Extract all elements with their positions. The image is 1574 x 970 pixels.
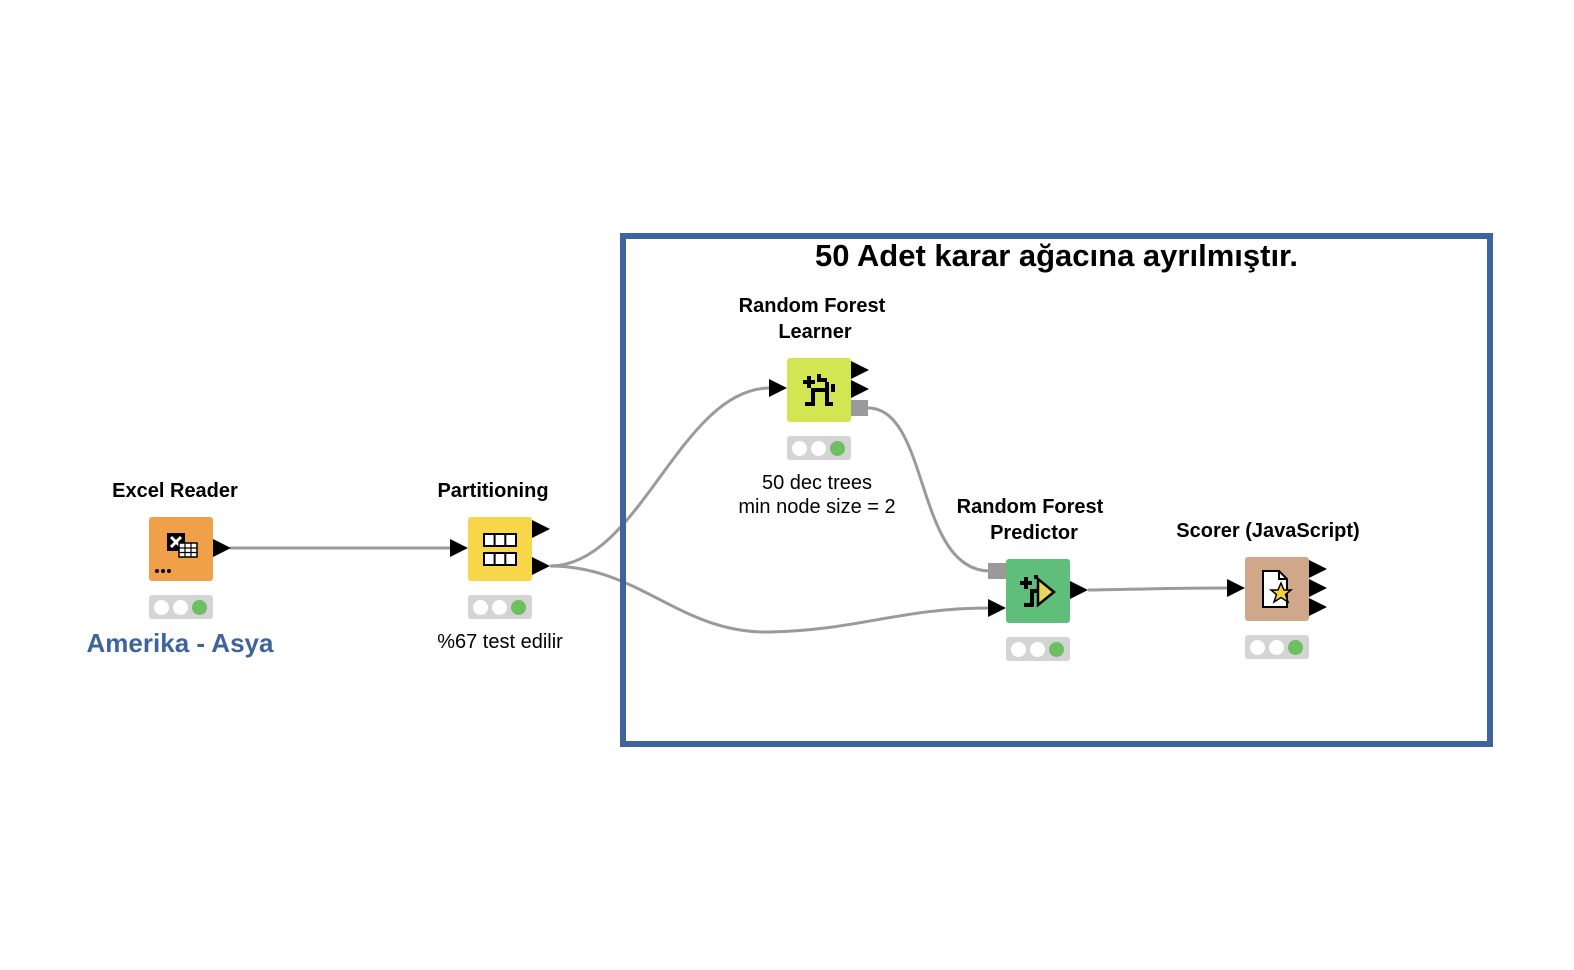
rf-learner-input-port[interactable]	[769, 379, 787, 397]
partitioning-icon	[483, 533, 517, 566]
partitioning-input-port[interactable]	[450, 539, 468, 557]
partitioning-status	[468, 595, 532, 619]
scorer-output-port-3[interactable]	[1309, 598, 1327, 616]
workflow-annotation[interactable]	[620, 233, 1493, 747]
rf-learner-status	[787, 436, 851, 460]
connection-learner-to-predictor	[867, 406, 991, 573]
rf-predictor-title-line1: Random Forest	[956, 496, 1104, 518]
status-dot-yellow	[1030, 642, 1045, 657]
scorer-status	[1245, 635, 1309, 659]
excel-reader-status	[149, 595, 213, 619]
partitioning-output-port-2[interactable]	[532, 557, 550, 575]
excel-reader-caption: Amerika - Asya	[86, 628, 274, 658]
status-dot-green	[192, 600, 207, 615]
status-dot-red	[1250, 640, 1265, 655]
rf-learner-model-port[interactable]	[851, 400, 868, 416]
random-forest-learner-icon	[803, 374, 835, 406]
status-dot-red	[792, 441, 807, 456]
connection-predictor-to-scorer	[1087, 586, 1231, 592]
partitioning-node[interactable]	[468, 517, 532, 581]
status-dot-red	[473, 600, 488, 615]
partitioning-title: Partitioning	[437, 480, 549, 502]
rf-predictor-status	[1006, 637, 1070, 661]
scorer-javascript-icon	[1262, 570, 1294, 608]
excel-reader-title: Excel Reader	[112, 480, 238, 502]
status-dot-green	[1049, 642, 1064, 657]
rf-learner-node[interactable]	[787, 358, 851, 422]
rf-learner-title-line1: Random Forest	[738, 295, 886, 317]
status-dot-yellow	[492, 600, 507, 615]
rf-predictor-node[interactable]	[1006, 559, 1070, 623]
rf-predictor-title-line2: Predictor	[990, 522, 1078, 544]
scorer-output-port-1[interactable]	[1309, 560, 1327, 578]
rf-learner-output-port-1[interactable]	[851, 361, 869, 379]
rf-learner-caption-line2: min node size = 2	[738, 496, 896, 518]
status-dot-red	[154, 600, 169, 615]
rf-predictor-output-port[interactable]	[1070, 581, 1088, 599]
status-dot-green	[1288, 640, 1303, 655]
partitioning-output-port-1[interactable]	[532, 520, 550, 538]
rf-learner-title-line2: Learner	[778, 321, 852, 343]
status-dot-green	[511, 600, 526, 615]
status-dot-yellow	[811, 441, 826, 456]
random-forest-predictor-icon	[1020, 575, 1056, 608]
status-dot-green	[830, 441, 845, 456]
partitioning-caption: %67 test edilir	[437, 631, 563, 653]
rf-predictor-data-port[interactable]	[988, 599, 1006, 617]
rf-learner-output-port-2[interactable]	[851, 380, 869, 398]
excel-reader-output-port[interactable]	[213, 539, 231, 557]
rf-predictor-model-port[interactable]	[988, 563, 1006, 579]
excel-reader-node[interactable]	[149, 517, 213, 581]
status-dot-yellow	[1269, 640, 1284, 655]
status-dot-yellow	[173, 600, 188, 615]
annotation-text: 50 Adet karar ağacına ayrılmıştır.	[814, 238, 1299, 273]
rf-learner-caption-line1: 50 dec trees	[761, 472, 873, 494]
status-dot-red	[1011, 642, 1026, 657]
scorer-input-port[interactable]	[1227, 579, 1245, 597]
scorer-title: Scorer (JavaScript)	[1176, 520, 1360, 542]
scorer-node[interactable]	[1245, 557, 1309, 621]
scorer-output-port-2[interactable]	[1309, 579, 1327, 597]
excel-reader-icon	[155, 533, 198, 573]
connection-partitioning-to-learner	[549, 386, 771, 568]
